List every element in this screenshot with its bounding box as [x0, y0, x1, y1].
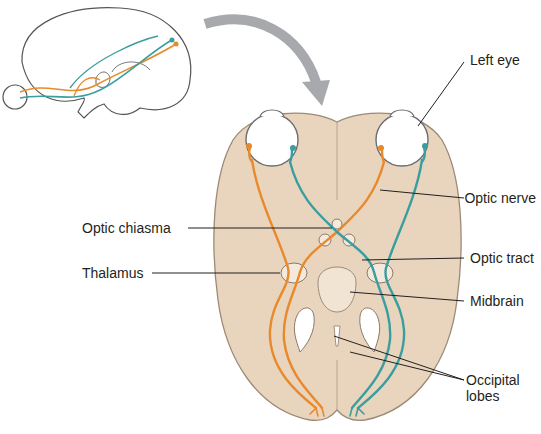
optic-pathways — [252, 160, 422, 416]
pointer-arrow — [205, 19, 330, 106]
nerve-label: Optic nerve — [464, 190, 536, 206]
lobes-label: Occipital lobes — [466, 372, 536, 404]
inset-brain — [3, 8, 191, 118]
midbrain-label: Midbrain — [470, 293, 524, 309]
thalamus-label: Thalamus — [82, 265, 143, 281]
tract-label: Optic tract — [470, 250, 534, 266]
chiasma-label: Optic chiasma — [82, 220, 171, 236]
eyes — [246, 110, 428, 166]
eye-label: Left eye — [470, 52, 520, 68]
brain-axial-view — [214, 113, 461, 420]
leader-lines — [152, 62, 464, 380]
